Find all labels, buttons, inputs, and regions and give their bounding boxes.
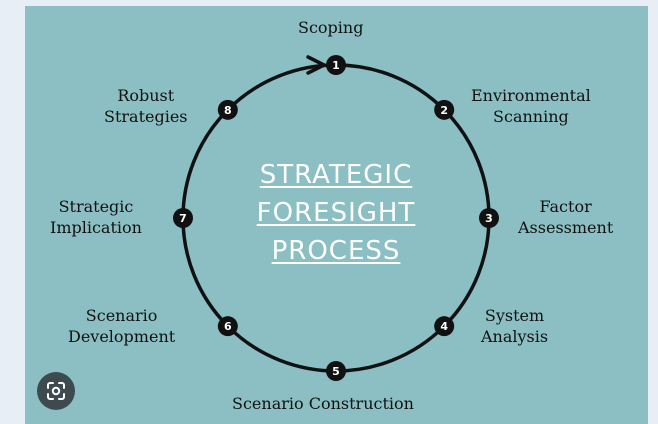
title-line-1: STRATEGIC xyxy=(259,160,413,190)
step-2-marker xyxy=(434,99,455,120)
step-8-label: Robust Strategies xyxy=(104,86,188,126)
step-5-marker xyxy=(326,361,346,381)
step-2-number: 2 xyxy=(440,104,448,117)
title-line-2: FORESIGHT xyxy=(256,198,416,228)
camera-search-icon xyxy=(47,382,65,400)
step-6-label: Scenario Development xyxy=(68,306,176,346)
step-5-number: 5 xyxy=(332,365,340,378)
step-2-label: Environmental Scanning xyxy=(471,86,591,126)
step-4-number: 4 xyxy=(440,320,448,333)
step-3-label: Factor Assessment xyxy=(518,197,614,237)
step-7-marker xyxy=(173,208,193,228)
step-8-number: 8 xyxy=(224,104,232,117)
diagram-panel xyxy=(25,6,648,424)
title-line-3: PROCESS xyxy=(271,236,401,266)
step-7-number: 7 xyxy=(179,212,187,225)
step-8-marker xyxy=(217,99,238,120)
step-3-marker xyxy=(479,208,499,228)
step-1-number: 1 xyxy=(332,59,340,72)
step-4-marker xyxy=(434,316,455,337)
step-6-number: 6 xyxy=(224,320,232,333)
step-1-label: Scoping xyxy=(298,18,364,37)
step-4-label: System Analysis xyxy=(481,306,549,346)
step-6-marker xyxy=(217,316,238,337)
step-1-marker xyxy=(326,55,346,75)
cycle-arrowhead xyxy=(306,55,326,75)
step-7-label: Strategic Implication xyxy=(50,197,142,237)
lens-button[interactable] xyxy=(37,372,75,410)
step-3-number: 3 xyxy=(485,212,493,225)
step-5-label: Scenario Construction xyxy=(232,394,414,413)
